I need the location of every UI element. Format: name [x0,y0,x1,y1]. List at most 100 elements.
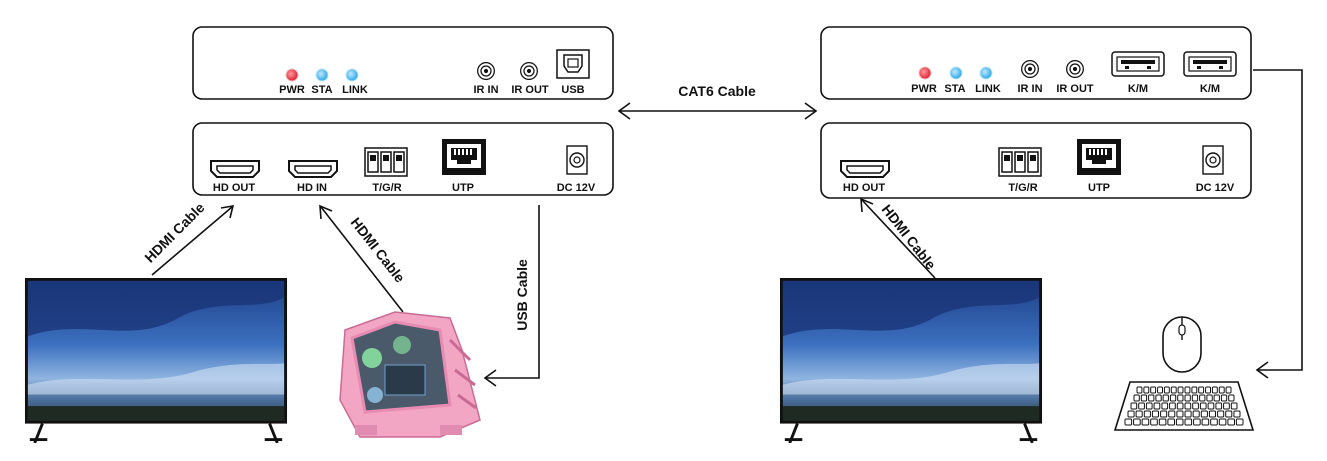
keyboard-key [1136,386,1143,394]
dc-jack-icon [566,145,588,175]
keyboard-key [1138,402,1145,410]
hdmi-out-port-icon [840,160,890,178]
keyboard-key [1153,402,1161,410]
ir-in-label: IR IN [1017,83,1042,95]
keyboard-key [1175,418,1184,426]
hd-out-label: HD OUT [213,182,255,194]
transmitter-rear-panel: HD OUT HD IN T/G/R UTP DC 12V [192,122,614,196]
led-pwr-icon [285,68,299,82]
keyboard-key [1225,410,1233,418]
tv-icon [778,278,1044,443]
led-sta-icon [949,66,963,80]
keyboard-key [1191,394,1199,402]
keyboard-key [1215,402,1223,410]
led-sta-label: STA [944,83,965,95]
keyboard-key [1133,418,1141,426]
keyboard-icon [1113,381,1255,431]
keyboard-key [1208,410,1217,418]
keyboard-key [1163,386,1170,394]
led-link-label: LINK [975,83,1001,95]
keyboard-key [1206,394,1213,402]
hdmi-cable-label: HDMI Cable [348,214,409,285]
hd-out-label: HD OUT [843,182,885,194]
pc-case-icon [339,311,481,438]
keyboard-key [1218,386,1225,394]
led-link-label: LINK [342,84,368,96]
hdmi-cable-right-tv: HDMI Cable [860,197,940,279]
keyboard-key [1227,418,1236,426]
keyboard-key [1193,418,1201,426]
keyboard-key [1168,410,1176,418]
keyboard-key [1199,402,1207,410]
dc-label: DC 12V [557,182,596,194]
ir-out-jack-icon [520,62,538,80]
keyboard-key [1233,410,1241,418]
rj45-port-icon [1077,139,1121,175]
keyboard-key [1205,386,1211,394]
receiver-front-panel: PWR STA LINK IR IN IR OUT K/M K/M [820,26,1252,100]
terminal-block-icon [364,147,408,177]
keyboard-key [1223,402,1230,410]
keyboard-key [1192,410,1200,418]
keyboard-key [1143,386,1150,394]
keyboard-key [1150,386,1157,394]
ir-out-jack-icon [1066,60,1084,78]
keyboard-key [1135,410,1143,418]
keyboard-key [1162,394,1169,402]
keyboard-key [1130,402,1138,410]
keyboard-key [1207,402,1215,410]
ir-out-label: IR OUT [1056,83,1094,95]
keyboard-key [1176,410,1184,418]
keyboard-key [1184,410,1192,418]
keyboard-key [1151,410,1160,418]
keyboard-key [1170,386,1177,394]
tgr-label: T/G/R [1008,182,1037,194]
keyboard-key [1167,418,1176,426]
usb-a-port-icon [1111,51,1165,77]
hd-in-label: HD IN [297,182,327,194]
led-link-icon [345,68,359,82]
keyboard-key [1225,386,1232,394]
hdmi-out-port-icon [210,160,260,178]
keyboard-key [1145,402,1153,410]
km-cable [1253,69,1303,379]
hdmi-cable-label: HDMI Cable [879,201,940,272]
keyboard-key [1157,386,1163,394]
dc-jack-icon [1202,145,1224,175]
dc-label: DC 12V [1196,182,1235,194]
keyboard-key [1184,418,1193,426]
keyboard-key [1218,418,1227,426]
tv-icon [23,278,289,443]
keyboard-key [1235,418,1244,426]
keyboard-key [1184,402,1192,410]
hdmi-cable-left-tv: HDMI Cable [141,199,235,276]
mouse-icon [1162,316,1202,373]
utp-label: UTP [1088,182,1110,194]
km-label-1: K/M [1128,83,1148,95]
keyboard-key [1176,402,1184,410]
keyboard-key [1191,386,1198,394]
keyboard-key [1184,394,1191,402]
keyboard-key [1192,402,1199,410]
keyboard-key [1177,394,1184,402]
keyboard-key [1211,386,1218,394]
keyboard-key [1141,418,1150,426]
transmitter-front-panel: PWR STA LINK IR IN IR OUT USB [192,26,614,100]
keyboard-key [1160,410,1168,418]
led-pwr-icon [918,66,932,80]
keyboard-key [1200,410,1208,418]
keyboard-key [1161,402,1169,410]
keyboard-key [1155,394,1162,402]
keyboard-key [1140,394,1148,402]
cat6-cable-label: CAT6 Cable [678,83,756,99]
keyboard-key [1210,418,1218,426]
keyboard-key [1217,410,1225,418]
usb-cable-label: USB Cable [514,259,530,331]
keyboard-key [1199,394,1206,402]
keyboard-key [1213,394,1220,402]
keyboard-key [1198,386,1205,394]
led-sta-label: STA [311,84,332,96]
led-pwr-label: PWR [279,84,305,96]
keyboard-key [1220,394,1228,402]
keyboard-key [1177,386,1184,394]
